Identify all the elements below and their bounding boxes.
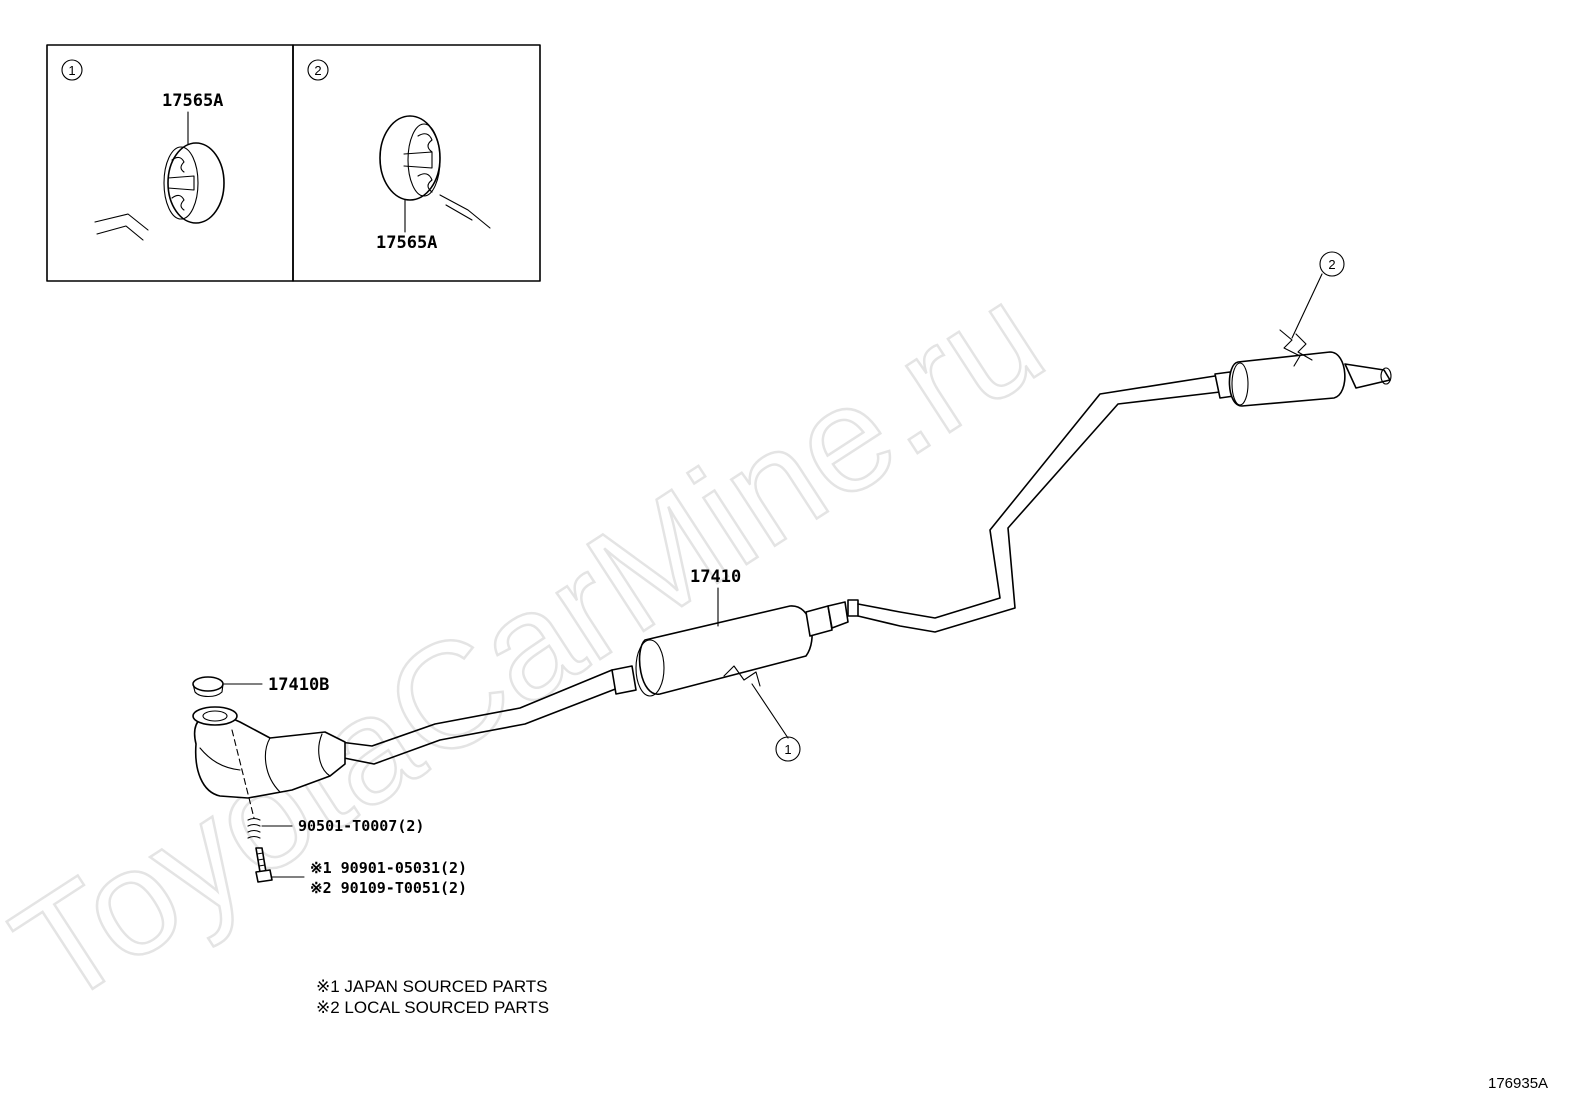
part-label-spring[interactable]: 90501-T0007(2) xyxy=(298,817,424,835)
rear-muffler[interactable] xyxy=(1214,351,1392,407)
detail-box-1-pipe-stub xyxy=(94,213,149,231)
detail-box-2-frame xyxy=(292,44,541,282)
note-japan-sourced: ※1 JAPAN SOURCED PARTS xyxy=(316,977,548,996)
callout-1-number: 1 xyxy=(784,742,791,757)
detail-box-1-frame xyxy=(46,44,294,282)
rubber-hanger-1-drawing[interactable] xyxy=(163,142,225,224)
part-label-muffler-assembly[interactable]: 17410 xyxy=(690,567,741,587)
callout-2[interactable]: 2 xyxy=(1291,251,1345,339)
callout-2-number: 2 xyxy=(1328,257,1335,272)
watermark: ToyotaCarMine.ru xyxy=(0,251,1070,1037)
callout-2-leader xyxy=(1291,273,1323,339)
detail-box-2-pipe-stub xyxy=(439,194,491,229)
detail-box-2-number: 2 xyxy=(314,63,321,78)
detail-box-1: 1 17565A xyxy=(46,44,294,282)
note-local-sourced: ※2 LOCAL SOURCED PARTS xyxy=(316,998,549,1017)
front-pipe xyxy=(339,669,619,765)
detail-box-1-number-circle xyxy=(61,59,83,81)
spring-drawing[interactable] xyxy=(247,817,261,839)
detail-box-2-part-label[interactable]: 17565A xyxy=(376,233,437,253)
illustration-id: 176935A xyxy=(1488,1075,1548,1092)
intermediate-pipe xyxy=(857,375,1221,633)
detail-box-1-pipe-stub-lower xyxy=(96,225,144,241)
part-label-bolt-local[interactable]: ※2 90109-T0051(2) xyxy=(310,879,467,897)
callout-1-circle xyxy=(775,736,801,762)
detail-box-2-pipe-stub-lower xyxy=(445,204,473,221)
gasket-drawing[interactable] xyxy=(192,676,224,698)
bolt-dashed-line xyxy=(231,729,255,819)
part-label-bolt-japan[interactable]: ※1 90901-05031(2) xyxy=(310,859,467,877)
catalytic-converter[interactable] xyxy=(192,706,346,799)
callout-1[interactable]: 1 xyxy=(751,683,801,762)
hanger-bracket-2 xyxy=(1279,329,1313,367)
hanger-bracket-1 xyxy=(723,665,761,687)
center-muffler[interactable] xyxy=(611,599,859,697)
part-label-gasket[interactable]: 17410B xyxy=(268,675,329,695)
manifold-flange xyxy=(192,706,238,726)
rubber-hanger-2-drawing[interactable] xyxy=(379,115,441,201)
detail-box-1-part-label[interactable]: 17565A xyxy=(162,91,223,111)
detail-box-2-number-circle xyxy=(307,59,329,81)
detail-box-2: 2 17565A xyxy=(292,44,541,282)
bolt-drawing[interactable] xyxy=(255,847,273,883)
callout-1-leader xyxy=(751,683,789,739)
detail-box-1-number: 1 xyxy=(68,63,75,78)
callout-2-circle xyxy=(1319,251,1345,277)
